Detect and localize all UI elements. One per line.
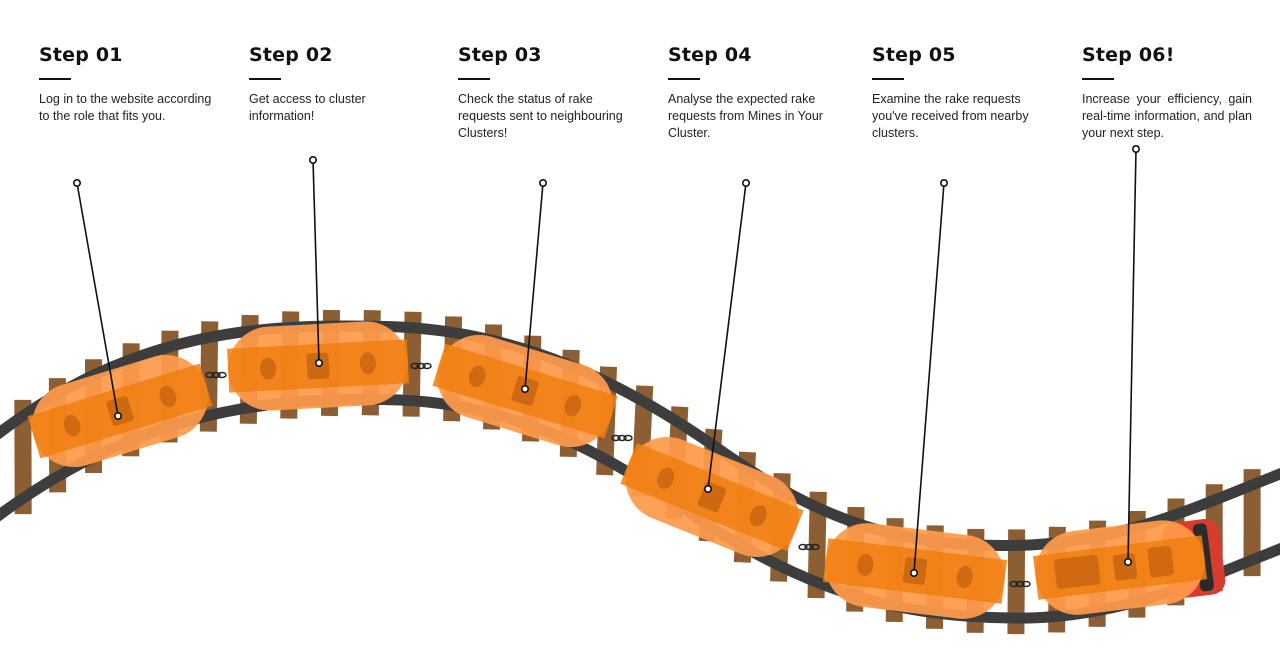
pointer-top-dot bbox=[308, 156, 317, 165]
step-card-5: Step 05 Examine the rake requests you've… bbox=[872, 44, 1047, 142]
step-card-3: Step 03 Check the status of rake request… bbox=[458, 44, 633, 142]
coupling-chain bbox=[1009, 580, 1031, 588]
wagon-wheel-left bbox=[260, 357, 277, 380]
pointer-top-dot bbox=[1132, 145, 1141, 154]
wagon-wheel-right bbox=[564, 394, 582, 417]
wagon-wheel-left bbox=[857, 553, 874, 576]
step-card-6: Step 06! Increase your efficiency, gain … bbox=[1082, 44, 1252, 142]
coupling-chain bbox=[798, 543, 820, 551]
engine-panel bbox=[1147, 545, 1174, 578]
step-description: Examine the rake requests you've receive… bbox=[872, 92, 1029, 140]
chain-link bbox=[617, 434, 627, 442]
pointer-top-dot bbox=[538, 179, 547, 188]
chain-link bbox=[1021, 580, 1031, 588]
chain-link bbox=[623, 434, 633, 442]
train-wagon bbox=[27, 354, 213, 468]
chain-link bbox=[810, 543, 820, 551]
coupling-chain bbox=[611, 434, 633, 442]
step-card-2: Step 02 Get access to cluster informatio… bbox=[249, 44, 424, 125]
pointer-pin bbox=[520, 179, 547, 393]
pointer-end-dot bbox=[314, 358, 323, 367]
chain-link bbox=[217, 371, 227, 379]
pointer-end-dot bbox=[703, 484, 712, 493]
pointer-line bbox=[524, 182, 544, 390]
chain-link bbox=[211, 371, 221, 379]
chain-link bbox=[422, 362, 432, 370]
chain-link bbox=[1015, 580, 1025, 588]
pointer-line bbox=[312, 159, 320, 364]
step-title: Step 06! bbox=[1082, 44, 1175, 66]
step-card-4: Step 04 Analyse the expected rake reques… bbox=[668, 44, 843, 142]
pointer-line bbox=[76, 182, 119, 417]
title-underline bbox=[458, 78, 490, 80]
chain-link bbox=[416, 362, 426, 370]
pointer-top-dot bbox=[741, 179, 750, 188]
step-description: Increase your efficiency, gain real-time… bbox=[1082, 92, 1252, 140]
chain-link bbox=[205, 371, 215, 379]
pointer-pin bbox=[73, 179, 123, 420]
wagon-wheel-right bbox=[749, 505, 767, 527]
coupling-chain bbox=[205, 371, 227, 379]
train-wagon bbox=[620, 437, 804, 557]
wagon-hatch bbox=[1112, 553, 1138, 581]
wagon-wheel-right bbox=[359, 352, 376, 375]
step-title: Step 04 bbox=[668, 44, 752, 66]
wagon-wheel-left bbox=[468, 365, 486, 388]
coupling-chain bbox=[410, 362, 432, 370]
title-underline bbox=[249, 78, 281, 80]
step-description: Get access to cluster information! bbox=[249, 92, 366, 123]
chain-link bbox=[410, 362, 420, 370]
title-underline bbox=[39, 78, 71, 80]
pointer-line bbox=[913, 182, 945, 574]
wagon-wheel-right bbox=[159, 385, 177, 408]
step-title: Step 02 bbox=[249, 44, 333, 66]
pointer-pin bbox=[308, 156, 323, 367]
train-engine bbox=[1032, 518, 1226, 615]
chain-link bbox=[804, 543, 814, 551]
title-underline bbox=[872, 78, 904, 80]
wagon-wheel-left bbox=[657, 467, 675, 489]
pointer-top-dot bbox=[73, 179, 82, 188]
pointer-pin bbox=[1124, 145, 1141, 566]
pointer-top-dot bbox=[939, 179, 948, 188]
step-description: Analyse the expected rake requests from … bbox=[668, 92, 823, 140]
engine-panel bbox=[1054, 554, 1101, 589]
pointer-pin bbox=[703, 179, 750, 493]
step-title: Step 01 bbox=[39, 44, 123, 66]
pointer-pin bbox=[909, 179, 948, 577]
pointer-end-dot bbox=[520, 384, 529, 393]
step-card-1: Step 01 Log in to the website according … bbox=[39, 44, 214, 125]
pointer-end-dot bbox=[1124, 557, 1133, 566]
step-description: Log in to the website according to the r… bbox=[39, 92, 212, 123]
chain-link bbox=[1009, 580, 1019, 588]
title-underline bbox=[668, 78, 700, 80]
pointer-end-dot bbox=[114, 411, 123, 420]
step-pointers bbox=[73, 145, 1141, 577]
wagon-wheel-left bbox=[63, 414, 81, 437]
chain-link bbox=[798, 543, 808, 551]
wagon-wheel-right bbox=[956, 566, 973, 589]
pointer-end-dot bbox=[909, 568, 918, 577]
title-underline bbox=[1082, 78, 1114, 80]
pointer-line bbox=[1127, 148, 1137, 563]
wagon-hatch bbox=[106, 396, 134, 426]
chain-link bbox=[611, 434, 621, 442]
coupling-chains bbox=[205, 362, 1031, 588]
step-description: Check the status of rake requests sent t… bbox=[458, 92, 623, 140]
pointer-line bbox=[707, 182, 747, 490]
step-title: Step 03 bbox=[458, 44, 542, 66]
step-title: Step 05 bbox=[872, 44, 956, 66]
